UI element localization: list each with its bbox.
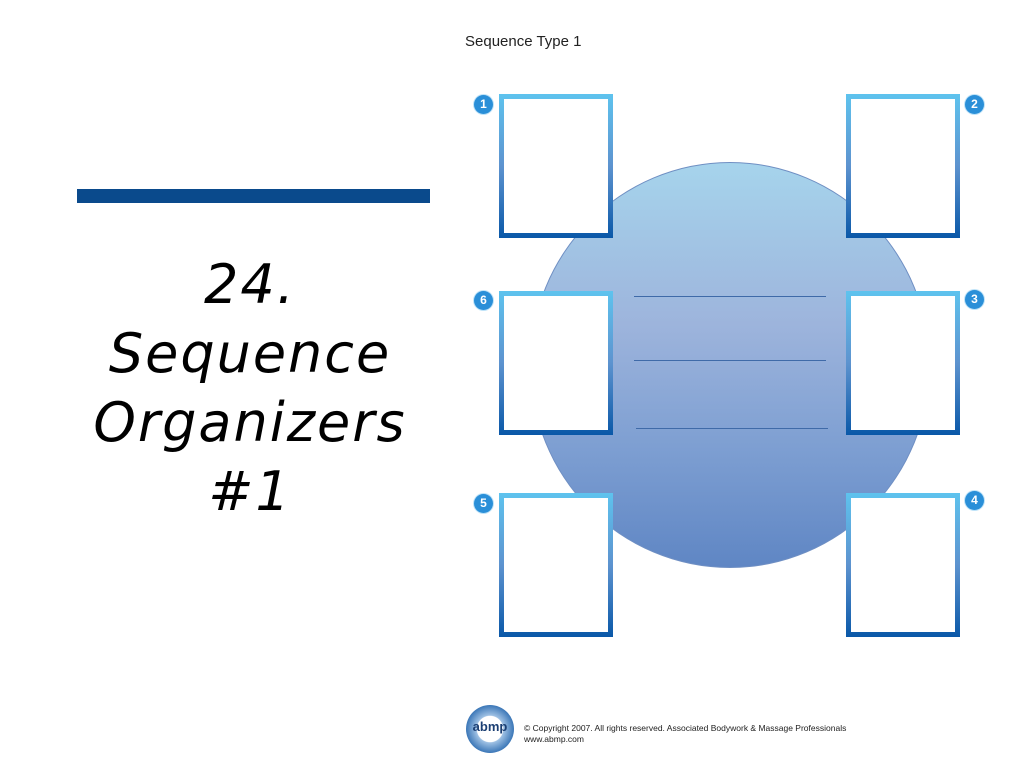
slide-title-line-4: #1: [208, 460, 292, 523]
circle-writing-line-1: [634, 296, 826, 297]
title-accent-bar: [77, 189, 430, 203]
sequence-box-6[interactable]: [499, 291, 613, 435]
sequence-box-3[interactable]: [846, 291, 960, 435]
step-badge-4: 4: [965, 491, 984, 510]
abmp-logo: abmp: [466, 705, 514, 753]
circle-writing-line-3: [636, 428, 828, 429]
slide-title-line-2: Sequence: [108, 322, 392, 385]
step-badge-6: 6: [474, 291, 493, 310]
step-badge-5: 5: [474, 494, 493, 513]
slide-title-line-1: 24.: [204, 253, 296, 316]
step-badge-1: 1: [474, 95, 493, 114]
abmp-logo-text: abmp: [472, 719, 508, 734]
slide-title: 24. Sequence Organizers #1: [70, 250, 430, 526]
sequence-box-4[interactable]: [846, 493, 960, 637]
footer-text: © Copyright 2007. All rights reserved. A…: [524, 723, 846, 745]
organizer-heading: Sequence Type 1: [465, 33, 582, 50]
step-badge-3: 3: [965, 290, 984, 309]
sequence-box-1[interactable]: [499, 94, 613, 238]
footer-url: www.abmp.com: [524, 734, 584, 744]
sequence-box-2[interactable]: [846, 94, 960, 238]
slide-title-line-3: Organizers: [93, 391, 407, 454]
copyright-text: © Copyright 2007. All rights reserved. A…: [524, 723, 847, 733]
circle-writing-line-2: [634, 360, 826, 361]
sequence-box-5[interactable]: [499, 493, 613, 637]
step-badge-2: 2: [965, 95, 984, 114]
